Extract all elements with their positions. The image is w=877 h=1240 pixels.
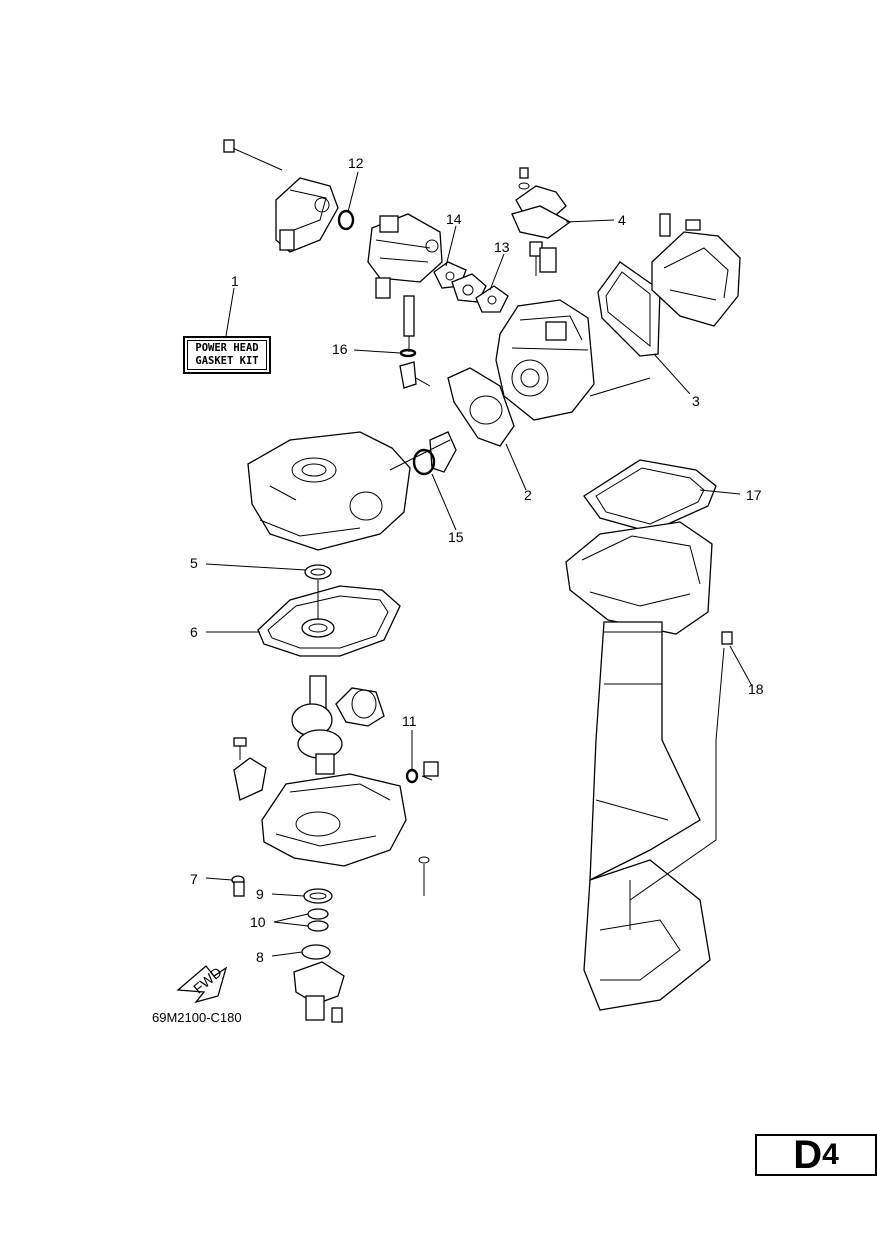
- callout-6: 6: [190, 624, 198, 640]
- carburetor-holder: [275, 177, 339, 253]
- oil-filler-cap: [429, 431, 457, 473]
- o-ring-8: [301, 944, 331, 960]
- oil-seal-5: [304, 564, 332, 580]
- callout-18: 18: [748, 681, 764, 697]
- water-tube-18: [629, 631, 733, 901]
- fwd-arrow-icon: [176, 965, 228, 1004]
- callout-4: 4: [618, 212, 626, 228]
- washer-7: [231, 875, 245, 897]
- upper-casing: [565, 521, 713, 1011]
- callout-3: 3: [692, 393, 700, 409]
- o-ring-15: [412, 448, 436, 476]
- callout-10: 10: [250, 914, 266, 930]
- callout-12: 12: [348, 155, 364, 171]
- piston-and-rod: [335, 687, 385, 727]
- cylinder-block: [247, 431, 451, 551]
- callout-8: 8: [256, 949, 264, 965]
- page-id-box: D 4: [755, 1132, 877, 1177]
- callout-16: 16: [332, 341, 348, 357]
- callout-15: 15: [448, 529, 464, 545]
- callout-5: 5: [190, 555, 198, 571]
- callout-1: 1: [231, 273, 239, 289]
- leader-lines: [205, 171, 753, 957]
- callout-17: 17: [746, 487, 762, 503]
- callout-9: 9: [256, 886, 264, 902]
- thermostat-cover: [511, 167, 572, 276]
- callout-2: 2: [524, 487, 532, 503]
- exhaust-gasket-3: [597, 261, 661, 357]
- gasket-kit-line1: POWER HEAD: [195, 342, 259, 354]
- crankshaft: [291, 675, 343, 775]
- exhaust-cover: [651, 213, 741, 327]
- oil-seal-10: [307, 908, 329, 932]
- crankcase-gasket-6: [257, 580, 401, 657]
- crankcase: [233, 737, 407, 867]
- head-gasket-2: [447, 367, 515, 447]
- o-ring-12: [337, 209, 355, 231]
- oil-seal-9: [303, 888, 333, 904]
- callout-7: 7: [190, 871, 198, 887]
- page-number: 4: [822, 1138, 839, 1171]
- cylinder-head: [495, 299, 651, 421]
- callout-13: 13: [494, 239, 510, 255]
- callout-11: 11: [402, 713, 417, 729]
- figure-code: 69M2100-C180: [152, 1010, 242, 1025]
- gasket-kit-line2: GASKET KIT: [195, 355, 259, 367]
- carburetor: [367, 213, 443, 299]
- link-rod-assembly: [399, 295, 431, 389]
- crankcase-bolt: [418, 856, 430, 896]
- gasket-kit-label: POWER HEAD GASKET KIT: [183, 336, 271, 374]
- upper-casing-gasket-17: [583, 459, 717, 533]
- callout-14: 14: [446, 211, 462, 227]
- intake-bolt: [223, 139, 283, 171]
- page-letter: D: [793, 1132, 823, 1177]
- oil-pump-housing: [293, 961, 345, 1023]
- drain-bolt-11: [405, 761, 439, 784]
